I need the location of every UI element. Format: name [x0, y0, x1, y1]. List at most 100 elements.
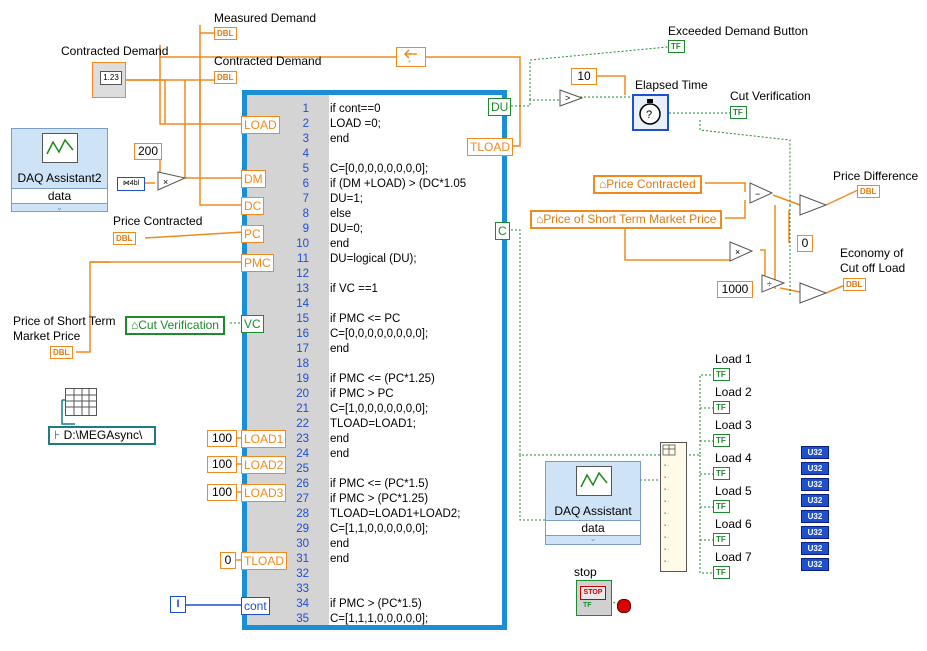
output-tload[interactable]: TLOAD: [467, 138, 514, 156]
measured-demand-terminal[interactable]: DBL: [214, 27, 238, 40]
price-difference-label: Price Difference: [833, 169, 919, 183]
constant-10[interactable]: 10: [571, 68, 597, 85]
load-2-terminal[interactable]: TF: [713, 401, 730, 414]
constant-tload-0[interactable]: 0: [220, 552, 236, 569]
chevron-down-icon[interactable]: ⌄: [56, 203, 63, 212]
feedback-node[interactable]: *: [396, 47, 426, 67]
economy-terminal[interactable]: DBL: [843, 278, 867, 291]
code-line[interactable]: else: [330, 208, 352, 220]
code-line[interactable]: end: [330, 538, 350, 550]
u32-terminal-5[interactable]: U32: [801, 510, 829, 523]
code-line[interactable]: TLOAD=LOAD1+LOAD2;: [330, 508, 461, 520]
stop-face: STOP: [580, 586, 606, 600]
code-line[interactable]: C=[0,0,0,0,0,0,0,0];: [330, 163, 429, 175]
code-line[interactable]: C=[1,0,0,0,0,0,0,0];: [330, 403, 429, 415]
code-line[interactable]: C=[0,0,0,0,0,0,0,0];: [330, 328, 429, 340]
line-number: 4: [302, 148, 309, 160]
convert-to-dbl-node[interactable]: ⋈4bl: [117, 177, 145, 191]
code-line[interactable]: if PMC <= (PC*1.25): [330, 373, 435, 385]
input-load1[interactable]: LOAD1: [241, 430, 287, 448]
u32-terminal-6[interactable]: U32: [801, 526, 829, 539]
load-3-terminal[interactable]: TF: [713, 434, 730, 447]
constant-200[interactable]: 200: [134, 143, 162, 160]
code-line[interactable]: if (DM +LOAD) > (DC*1.05: [330, 178, 467, 190]
constant-0[interactable]: 0: [797, 235, 813, 252]
load-7-label: Load 7: [715, 550, 752, 564]
u32-terminal-1[interactable]: U32: [801, 446, 829, 459]
code-line[interactable]: end: [330, 343, 350, 355]
exceeded-demand-label: Exceeded Demand Button: [668, 24, 809, 38]
load-4-terminal[interactable]: TF: [713, 467, 730, 480]
load-1-terminal[interactable]: TF: [713, 368, 730, 381]
input-load2[interactable]: LOAD2: [241, 456, 287, 474]
code-line[interactable]: DU=1;: [330, 193, 363, 205]
code-line[interactable]: if PMC > (PC*1.25): [330, 493, 429, 505]
price-contracted-local-var[interactable]: ⌂Price Contracted: [593, 175, 702, 194]
code-line[interactable]: TLOAD=LOAD1;: [330, 418, 416, 430]
input-load3[interactable]: LOAD3: [241, 484, 287, 502]
line-number: 3: [302, 133, 309, 145]
code-line[interactable]: C=[1,1,0,0,0,0,0,0];: [330, 523, 429, 535]
load-6-terminal[interactable]: TF: [713, 533, 730, 546]
code-line[interactable]: DU=0;: [330, 223, 363, 235]
daq-assistant2-data: data: [12, 188, 107, 204]
contracted-demand-knob[interactable]: 1.23: [92, 62, 126, 98]
input-cont[interactable]: cont: [241, 597, 270, 615]
price-contracted-terminal[interactable]: DBL: [113, 232, 137, 245]
exceeded-demand-terminal[interactable]: TF: [668, 40, 685, 53]
greater-than-node: [559, 89, 584, 107]
cut-verification-local-var[interactable]: ⌂Cut Verification: [125, 316, 225, 335]
constant-load2[interactable]: 100: [207, 456, 237, 473]
load-5-terminal[interactable]: TF: [713, 500, 730, 513]
u32-terminal-2[interactable]: U32: [801, 462, 829, 475]
daq-assistant2-node[interactable]: DAQ Assistant2 data ⌄: [11, 128, 108, 212]
code-line[interactable]: end: [330, 433, 350, 445]
code-line[interactable]: if PMC <= PC: [330, 313, 401, 325]
chevron-down-icon[interactable]: ⌄: [589, 534, 597, 543]
output-du[interactable]: DU: [488, 98, 512, 116]
code-line[interactable]: if PMC > PC: [330, 388, 394, 400]
loop-condition-icon[interactable]: [617, 599, 631, 613]
daq-assistant-node[interactable]: DAQ Assistant data ⌄: [545, 461, 641, 545]
code-line[interactable]: if VC ==1: [330, 283, 378, 295]
code-line[interactable]: if cont==0: [330, 103, 381, 115]
u32-terminal-3[interactable]: U32: [801, 478, 829, 491]
input-tload[interactable]: TLOAD: [241, 552, 288, 570]
price-short-term-local-var[interactable]: ⌂Price of Short Term Market Price: [530, 210, 723, 229]
input-dm[interactable]: DM: [241, 170, 266, 188]
iteration-terminal[interactable]: I: [170, 596, 186, 613]
input-vc[interactable]: VC: [241, 315, 264, 333]
contracted-demand-terminal[interactable]: DBL: [214, 71, 238, 84]
path-constant[interactable]: ⊦ D:\MEGAsync\: [48, 426, 156, 445]
price-difference-terminal[interactable]: DBL: [857, 185, 881, 198]
code-line[interactable]: end: [330, 553, 350, 565]
elapsed-time-node[interactable]: ?: [632, 94, 669, 131]
constant-1000[interactable]: 1000: [717, 281, 753, 298]
code-line[interactable]: end: [330, 448, 350, 460]
constant-load1[interactable]: 100: [207, 430, 237, 447]
code-line[interactable]: if PMC <= (PC*1.5): [330, 478, 429, 490]
input-pc[interactable]: PC: [241, 225, 264, 243]
constant-load3[interactable]: 100: [207, 484, 237, 501]
u32-terminal-4[interactable]: U32: [801, 494, 829, 507]
u32-terminal-7[interactable]: U32: [801, 542, 829, 555]
code-line[interactable]: DU=logical (DU);: [330, 253, 417, 265]
u32-terminal-8[interactable]: U32: [801, 558, 829, 571]
code-line[interactable]: C=[1,1,1,0,0,0,0,0];: [330, 613, 429, 625]
code-line[interactable]: LOAD =0;: [330, 118, 381, 130]
cut-verification-terminal[interactable]: TF: [730, 106, 747, 119]
load-7-terminal[interactable]: TF: [713, 566, 730, 579]
spreadsheet-table-icon[interactable]: [65, 388, 97, 416]
price-short-term-terminal[interactable]: DBL: [50, 346, 74, 359]
line-number: 2: [302, 118, 309, 130]
input-pmc[interactable]: PMC: [241, 254, 274, 272]
output-c[interactable]: C: [495, 222, 510, 240]
code-line[interactable]: end: [330, 238, 350, 250]
stop-button[interactable]: STOP TF: [576, 580, 612, 616]
input-dc[interactable]: DC: [241, 197, 265, 215]
code-line[interactable]: end: [330, 133, 350, 145]
index-array-node[interactable]: ▪ ·▪ ·▪ ·▪ ·▪ ·▪ ·▪ ·▪ ·▪ ·: [660, 442, 687, 572]
input-load[interactable]: LOAD: [241, 116, 280, 134]
code-line[interactable]: if PMC > (PC*1.5): [330, 598, 422, 610]
